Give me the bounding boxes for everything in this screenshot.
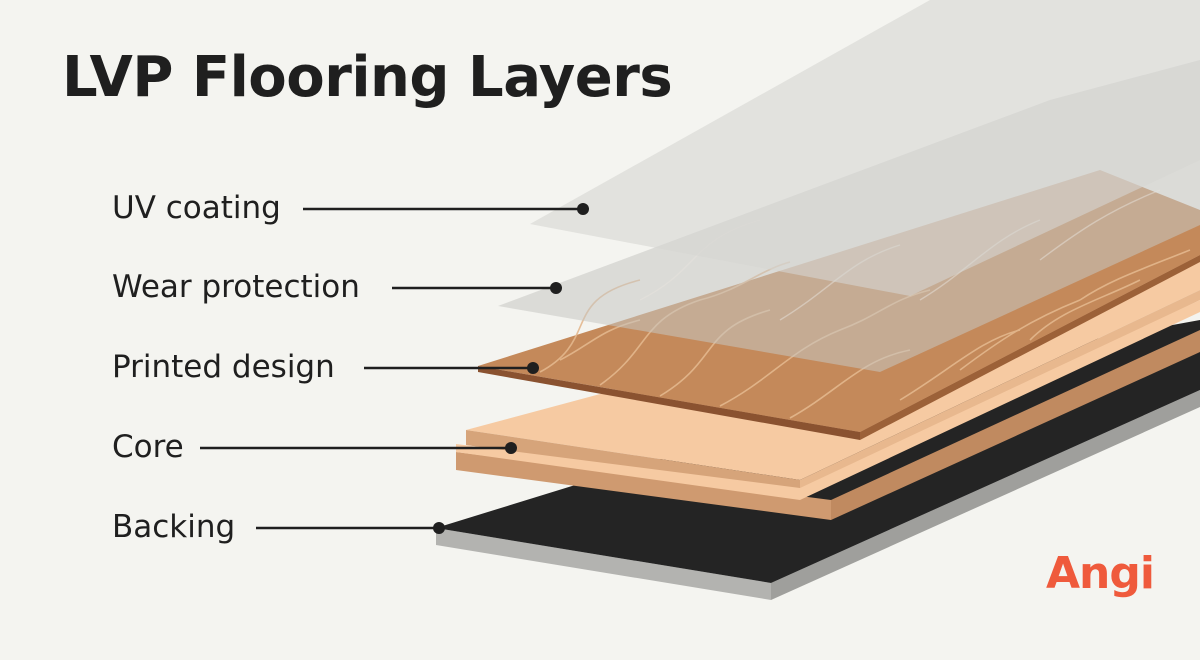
dot-uv-coating — [577, 203, 589, 215]
label-uv-coating: UV coating — [112, 190, 281, 226]
dot-printed-design — [527, 362, 539, 374]
label-wear-protection: Wear protection — [112, 269, 360, 305]
leader-dots — [433, 203, 589, 534]
uv-coating-layer — [530, 0, 1200, 296]
page-title: LVP Flooring Layers — [62, 45, 673, 110]
leader-lines — [200, 207, 583, 530]
dot-core — [505, 442, 517, 454]
dot-wear-protection — [550, 282, 562, 294]
label-backing: Backing — [112, 509, 236, 545]
dot-backing — [433, 522, 445, 534]
label-printed-design: Printed design — [112, 349, 335, 385]
angi-logo: Angi — [1046, 548, 1155, 599]
label-core: Core — [112, 429, 184, 465]
